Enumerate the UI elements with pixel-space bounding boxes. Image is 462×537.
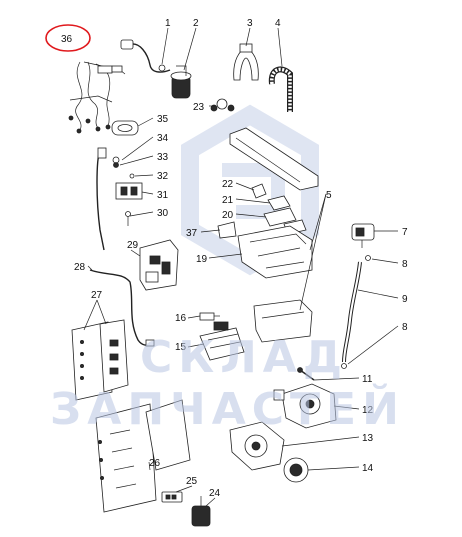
part-31-door-lock (115, 182, 143, 200)
callout-31: 31 (157, 190, 169, 201)
part-8-clamp-upper (365, 255, 371, 261)
watermark-logo (181, 104, 319, 276)
part-37-clip (217, 221, 237, 239)
part-11-screw (297, 367, 315, 381)
highlight-ring-36 (45, 24, 91, 52)
part-23-valve (210, 98, 235, 112)
callout-15: 15 (175, 342, 187, 353)
callout-21: 21 (222, 195, 234, 206)
callout-4: 4 (275, 18, 281, 29)
callout-30: 30 (157, 208, 169, 219)
part-33-nut (113, 162, 119, 168)
part-12-pump-housing (273, 383, 337, 429)
part-14-filter (283, 457, 309, 483)
callout-1: 1 (165, 18, 171, 29)
part-35-cap (111, 120, 139, 136)
callout-8-lower: 8 (402, 322, 408, 333)
part-20-flap (263, 207, 307, 235)
part-3-hose-clamp (233, 43, 259, 81)
callout-11: 11 (362, 374, 373, 385)
part-6-dispenser-top (229, 127, 319, 191)
callout-16: 16 (175, 313, 187, 324)
part-24-cap (191, 496, 211, 527)
callout-23: 23 (193, 102, 205, 113)
part-21-siphon (267, 195, 291, 211)
callout-24: 24 (209, 488, 221, 499)
part-7-valve (351, 223, 375, 248)
callout-3: 3 (247, 18, 253, 29)
callout-33: 33 (157, 152, 169, 163)
part-22-siphon-cap (251, 183, 267, 199)
callout-26: 26 (149, 458, 161, 469)
callout-36: 36 (61, 34, 73, 45)
callout-37: 37 (186, 228, 198, 239)
part-29-control-module (139, 239, 179, 291)
part-30-wire (96, 147, 131, 251)
watermark-line-1: СКЛАД (140, 332, 348, 383)
part-1-mains-cable (120, 39, 171, 73)
callout-2: 2 (193, 18, 199, 29)
part-26-front-panel (95, 399, 191, 513)
part-25-connector (161, 491, 183, 503)
part-28-cable (89, 269, 155, 347)
callout-29: 29 (127, 240, 139, 251)
part-16-sensor (199, 312, 220, 321)
part-9-hose (342, 261, 362, 363)
callout-7: 7 (402, 227, 408, 238)
callout-12: 12 (362, 405, 374, 416)
leader-lines (83, 27, 399, 507)
part-2-pressure-switch (170, 65, 192, 99)
part-4-inlet-hose (268, 66, 293, 112)
callout-28: 28 (74, 262, 86, 273)
callout-19: 19 (196, 254, 208, 265)
part-19-dispenser-drawer-housing (237, 225, 313, 279)
callout-8-upper: 8 (402, 259, 408, 270)
callout-5: 5 (326, 190, 332, 201)
callout-35: 35 (157, 114, 169, 125)
callout-14: 14 (362, 463, 374, 474)
callout-32: 32 (157, 171, 169, 182)
callout-9: 9 (402, 294, 408, 305)
part-8-clamp-lower (341, 363, 347, 369)
watermark-line-2: ЗАПЧАСТЕЙ (50, 382, 405, 435)
callout-13: 13 (362, 433, 374, 444)
callout-27: 27 (91, 290, 103, 301)
part-dispenser-drawer (253, 299, 313, 343)
callout-labels: 36 1 2 3 4 23 35 34 33 32 31 30 22 21 20… (61, 18, 408, 499)
callout-22: 22 (222, 179, 234, 190)
part-13-drain-pump (229, 421, 285, 471)
part-36-wiring-harness (68, 61, 126, 134)
callout-25: 25 (186, 476, 198, 487)
part-32-screw (129, 173, 135, 179)
callout-20: 20 (222, 210, 234, 221)
part-27-pcb (71, 319, 129, 401)
part-15-heater (199, 321, 245, 361)
callout-34: 34 (157, 133, 169, 144)
